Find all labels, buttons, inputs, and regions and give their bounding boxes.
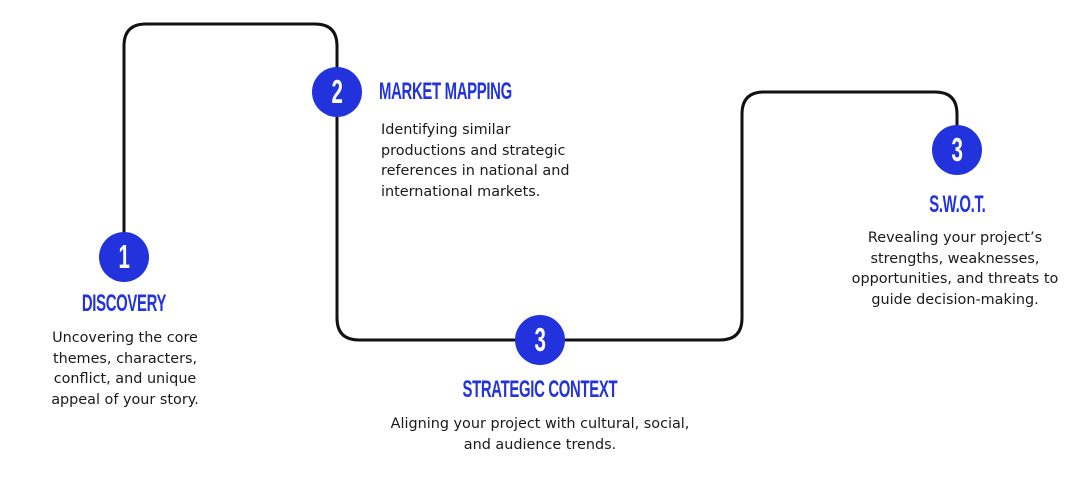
step-2-badge: 2 xyxy=(312,67,362,117)
step-3-badge: 3 xyxy=(515,315,565,365)
step-3-description: Aligning your project with cultural, soc… xyxy=(390,416,690,453)
step-3-number: 3 xyxy=(534,321,546,358)
step-1-description: Uncovering the core themes, characters, … xyxy=(51,330,199,408)
step-2-number: 2 xyxy=(331,73,343,110)
step-2-title: MARKET MAPPING xyxy=(379,78,512,105)
step-4-title: S.W.O.T. xyxy=(928,191,986,218)
step-4-description: Revealing your project’s strengths, weak… xyxy=(851,230,1059,308)
step-2-description: Identifying similar productions and stra… xyxy=(381,122,570,200)
step-1-title: DISCOVERY xyxy=(81,290,167,317)
step-3-title: STRATEGIC CONTEXT xyxy=(462,376,618,403)
step-1-badge: 1 xyxy=(99,232,149,282)
step-1-number: 1 xyxy=(118,238,130,275)
step-4-badge: 3 xyxy=(932,125,982,175)
step-4-number: 3 xyxy=(951,131,963,168)
